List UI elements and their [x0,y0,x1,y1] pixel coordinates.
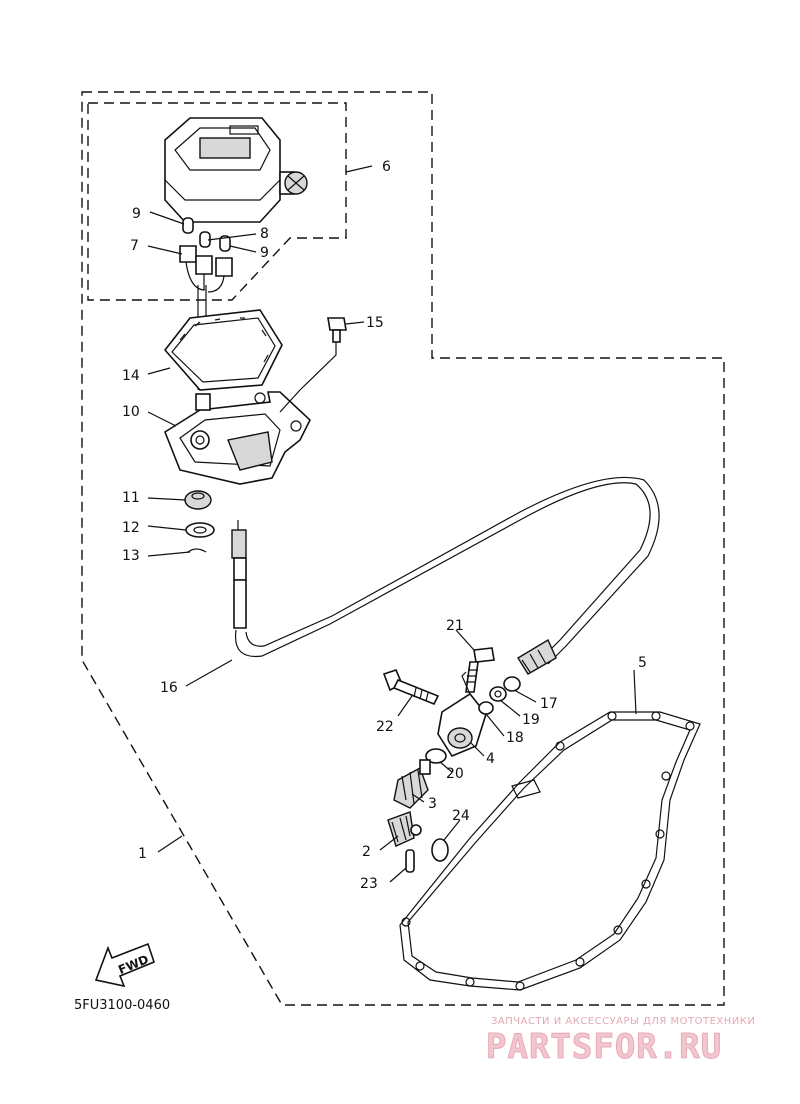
fwd-arrow: FWD [94,942,155,988]
callout-22: 22 [376,719,394,735]
callout-14: 14 [122,368,140,384]
callout-10: 10 [122,404,140,420]
leader-lines [147,165,637,883]
callout-8: 8 [260,226,269,242]
callout-6: 6 [382,159,391,175]
watermark: ЗАПЧАСТИ И АКСЕССУАРЫ ДЛЯ МОТОТЕХНИКИ PA… [486,1016,755,1068]
watermark-tagline: ЗАПЧАСТИ И АКСЕССУАРЫ ДЛЯ МОТОТЕХНИКИ [491,1016,755,1027]
callout-19: 19 [522,712,540,728]
callout-16: 16 [160,680,178,696]
callout-2: 2 [362,844,371,860]
speedometer-head [164,117,308,223]
speedometer-cable [231,476,660,675]
callout-15: 15 [366,315,384,331]
callout-18: 18 [506,730,524,746]
callout-numbers: 6 9 8 7 9 15 14 10 11 12 13 21 5 16 17 1… [122,159,647,892]
callout-13: 13 [122,548,140,564]
meter-cover [163,309,283,391]
callout-11: 11 [122,490,140,506]
meter-bracket [164,391,311,485]
crankcase-gasket [399,711,701,991]
callout-20: 20 [446,766,464,782]
callout-5: 5 [638,655,647,671]
callout-9a: 9 [132,206,141,222]
meter-bolt [279,317,347,413]
callout-4: 4 [486,751,495,767]
callout-12: 12 [122,520,140,536]
callout-1: 1 [138,846,147,862]
callout-3: 3 [428,796,437,812]
assembly-1-boundary [81,91,725,1006]
grommet-washer-clip [184,490,215,553]
callout-23: 23 [360,876,378,892]
callout-24: 24 [452,808,470,824]
callout-21: 21 [446,618,464,634]
drive-assembly [382,647,521,873]
callout-17: 17 [540,696,558,712]
callout-9b: 9 [260,245,269,261]
watermark-brand: PARTSFOR.RU [486,1027,722,1067]
assembly-6-boundary [87,102,347,301]
callout-7: 7 [130,238,139,254]
diagram-code: 5FU3100-0460 [74,998,170,1013]
